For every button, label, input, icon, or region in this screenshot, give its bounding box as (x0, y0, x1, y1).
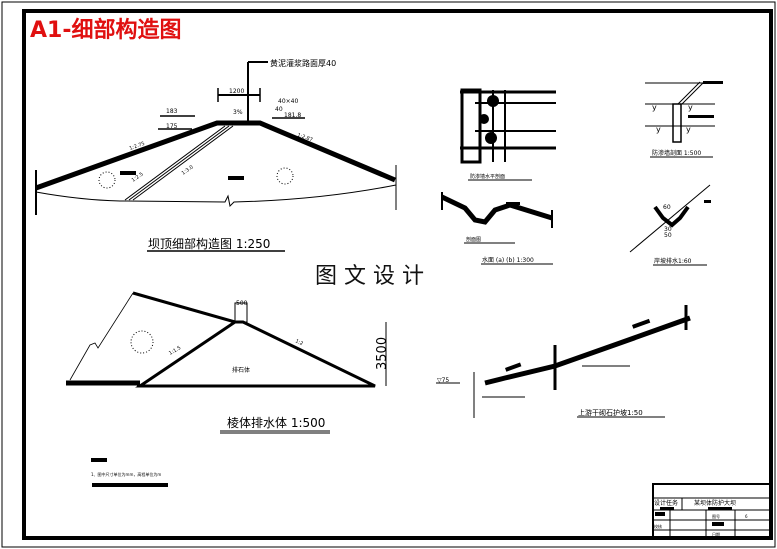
cutoff-plan-caption: 防渗墙水平剖面 (470, 173, 505, 180)
ditch-section-label: 剖面图 (466, 236, 481, 243)
drain-dim-30: 30 (664, 226, 672, 233)
drawing-title: A1-细部构造图 (30, 17, 181, 43)
riprap-detail: ▽75 上游干砌石护坡1:50 (436, 305, 691, 418)
title-block-task-label: 设计任务 (654, 499, 678, 507)
pavement-note: 黄泥灌浆路面厚40 (270, 58, 336, 68)
title-block-date-label: 日期 (712, 531, 720, 537)
ground-mark-y4: y (686, 125, 691, 134)
downstream-slope: 1:2.87 (296, 132, 313, 143)
title-block-drawing-no-label: 图号 (712, 513, 720, 519)
general-note: 1、图中尺寸单位为mm，高程单位为m (91, 471, 161, 477)
dam-crest-caption: 坝顶细部构造图 1:250 (148, 236, 270, 251)
slope-pct: 3% (233, 109, 243, 116)
bank-drain-detail: 60 30 50 岸坡排水1:60 (629, 184, 711, 266)
prism-slope-right: 1:2 (294, 338, 304, 347)
ditch-caption: 水面 (a) (b) 1:300 (482, 256, 534, 264)
curb-dim: 40×40 (278, 98, 298, 105)
riprap-elevation: ▽75 (437, 377, 449, 384)
title-block-drawing-no: 6 (745, 514, 748, 519)
ground-mark-y3: y (656, 125, 661, 134)
prism-top-width: 500 (236, 300, 248, 307)
prism-caption: 棱体排水体 1:500 (227, 415, 325, 430)
inner-frame (22, 9, 773, 540)
prism-slope-left: 1:1.5 (168, 345, 182, 357)
prism-height: 3500 (375, 337, 390, 370)
crest-elevation: 181.8 (284, 112, 301, 119)
elevation-2: 175 (166, 123, 178, 130)
crest-width-dim: 1200 (229, 88, 244, 95)
upstream-slope: 1:2.75 (129, 141, 146, 152)
prism-drain-detail: 500 3500 1:1.5 1:2 排石体 棱体排水体 1:500 (66, 291, 390, 434)
elevation-1: 183 (166, 108, 178, 115)
cutoff-section-detail: y y y y 防渗墙剖面 1:500 (645, 81, 723, 158)
title-block-project: 某坝体防护大坝 (694, 499, 736, 507)
prism-body-label: 排石体 (232, 366, 250, 374)
bank-drain-caption: 岸坡排水1:60 (654, 257, 692, 265)
riprap-caption: 上游干砌石护坡1:50 (578, 408, 643, 417)
title-block-review: 校核 (654, 523, 662, 529)
core-slope-2: 1:3.0 (181, 164, 195, 176)
drain-dim-50: 50 (664, 232, 672, 239)
drain-dim-60: 60 (663, 204, 671, 211)
title-block: 设计任务 某坝体防护大坝 校核 图号 6 日期 (652, 483, 772, 539)
ground-mark-y1: y (652, 103, 657, 112)
watermark: 图 文 设 计 (315, 264, 424, 289)
cutoff-section-caption: 防渗墙剖面 1:500 (652, 149, 701, 157)
ditch-section-detail: 剖面图 水面 (a) (b) 1:300 (440, 192, 553, 265)
curb-height: 40 (275, 106, 283, 113)
cutoff-plan-detail: 防渗墙水平剖面 (460, 88, 556, 181)
dam-crest-detail: 黄泥灌浆路面厚40 1200 40×40 40 3% 183 175 181.8… (35, 58, 397, 252)
ground-mark-y2: y (688, 103, 693, 112)
